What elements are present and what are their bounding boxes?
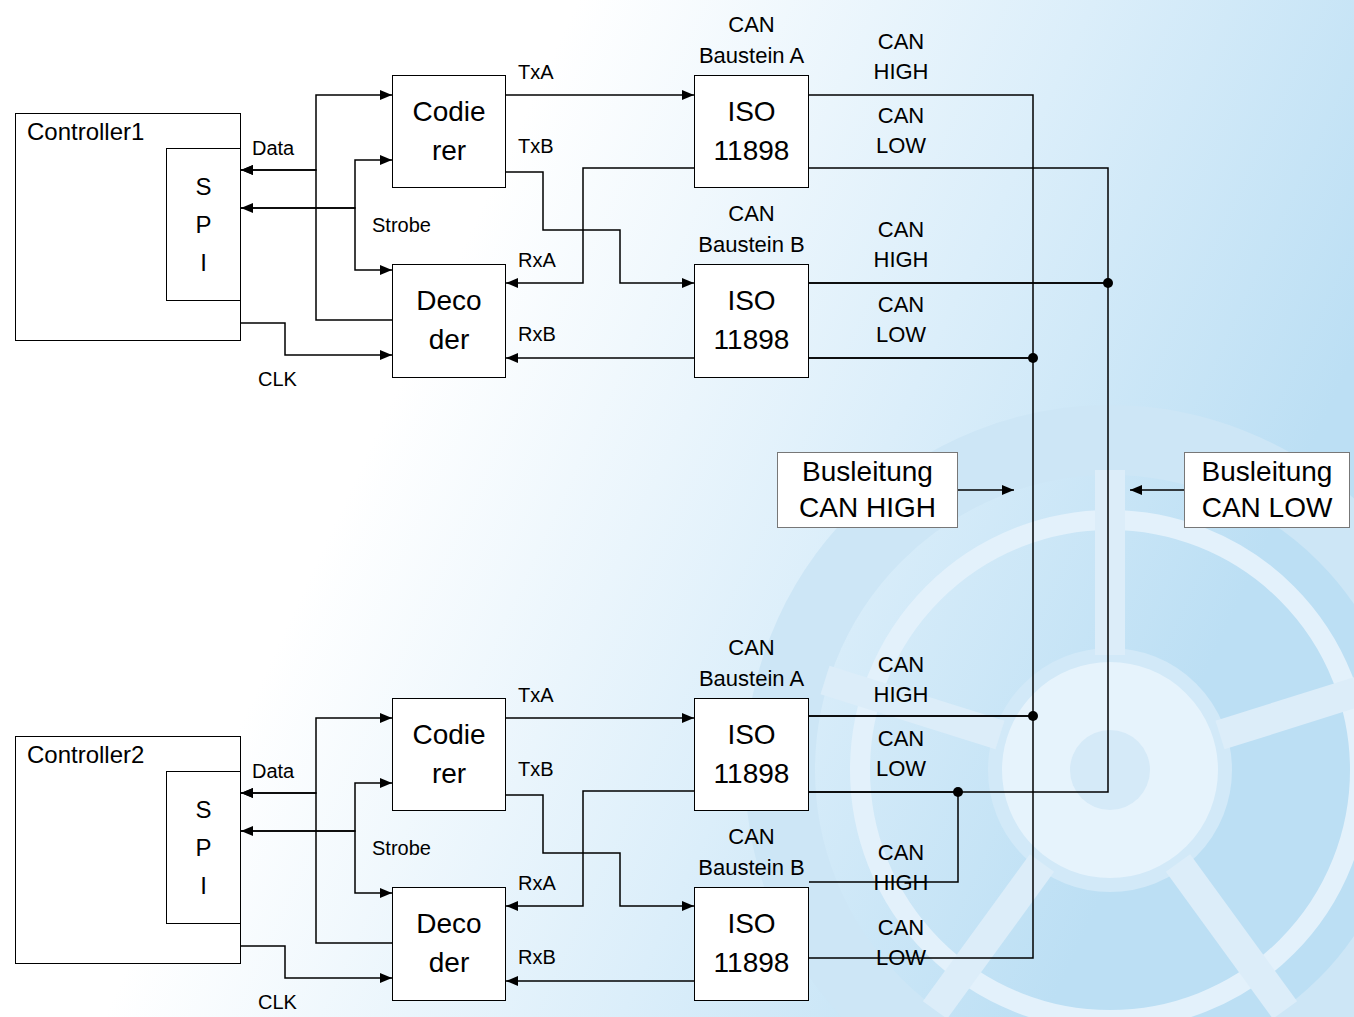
bus-wire [809, 283, 1108, 792]
bus-wire [809, 358, 1033, 716]
signal-name: TxB [518, 135, 554, 157]
signal-name: RxB [518, 323, 556, 345]
pointer-arrow [958, 489, 1014, 491]
signal-line [241, 208, 392, 270]
signal-name: CLK [258, 991, 297, 1013]
note-text: Busleitung CAN HIGH [788, 454, 948, 526]
bus-line-note: Busleitung CAN HIGH [777, 452, 958, 528]
signal-line [506, 717, 694, 719]
signal-name: Strobe [372, 214, 431, 236]
pin-name: CAN HIGH [861, 838, 941, 897]
block-name: Deco der [407, 282, 491, 360]
pin-name: CAN HIGH [861, 215, 941, 274]
bus-wire [809, 168, 1108, 283]
chip-heading: CAN Baustein A [690, 10, 814, 72]
signal-name: TxA [518, 684, 554, 706]
pin-name: CAN LOW [861, 724, 941, 783]
block-name: ISO 11898 [708, 716, 796, 794]
bus-wire [809, 792, 958, 882]
block-name: ISO 11898 [708, 905, 796, 983]
can-transceiver: CAN Baustein BISO 11898 [694, 887, 809, 1001]
junction-dot [953, 787, 963, 797]
signal-name: RxA [518, 249, 556, 271]
signal-line [241, 783, 392, 831]
signal-line [241, 793, 392, 943]
junction-dot [1103, 278, 1113, 288]
encoder-box: Codie rer [392, 698, 506, 811]
junction-dot [1028, 353, 1038, 363]
pin-name: CAN LOW [861, 913, 941, 972]
bus-line-note: Busleitung CAN LOW [1184, 452, 1350, 528]
pin-name: CAN HIGH [861, 27, 941, 86]
signal-line [506, 94, 694, 96]
pin-name: CAN LOW [861, 101, 941, 160]
signal-line [506, 795, 694, 906]
decoder-box: Deco der [392, 887, 506, 1001]
controller-box: Controller1 S P I [15, 113, 241, 341]
signal-line [506, 980, 694, 982]
signal-line [241, 160, 392, 208]
pointer-arrow [1130, 489, 1184, 491]
junction-dot [1028, 711, 1038, 721]
signal-line [506, 357, 694, 359]
pin-name: CAN HIGH [861, 650, 941, 709]
signal-line [241, 323, 392, 355]
spi-box: S P I [166, 771, 241, 924]
signal-line [241, 170, 392, 320]
interface-name: S P I [192, 168, 216, 282]
can-transceiver: CAN Baustein BISO 11898 [694, 264, 809, 378]
can-transceiver: CAN Baustein AISO 11898 [694, 698, 809, 811]
signal-name: RxA [518, 872, 556, 894]
signal-line [506, 168, 694, 283]
interface-name: S P I [192, 791, 216, 905]
controller-box: Controller2 S P I [15, 736, 241, 964]
signal-line [506, 172, 694, 283]
signal-line [241, 946, 392, 978]
signal-name: CLK [258, 368, 297, 390]
signal-name: Strobe [372, 837, 431, 859]
signal-name: Data [252, 137, 294, 159]
signal-name: TxB [518, 758, 554, 780]
signal-line [506, 791, 694, 906]
block-name: Codie rer [407, 93, 491, 171]
pin-name: CAN LOW [861, 290, 941, 349]
bus-wire [809, 95, 1033, 358]
can-transceiver: CAN Baustein AISO 11898 [694, 75, 809, 188]
note-text: Busleitung CAN LOW [1192, 454, 1342, 526]
block-name: ISO 11898 [708, 93, 796, 171]
chip-heading: CAN Baustein B [690, 199, 814, 261]
signal-line [241, 718, 392, 793]
controller-name: Controller2 [27, 741, 144, 769]
block-name: ISO 11898 [708, 282, 796, 360]
chip-heading: CAN Baustein A [690, 633, 814, 695]
signal-line [241, 95, 392, 170]
block-name: Codie rer [407, 716, 491, 794]
controller-name: Controller1 [27, 118, 144, 146]
signal-name: Data [252, 760, 294, 782]
encoder-box: Codie rer [392, 75, 506, 188]
block-name: Deco der [407, 905, 491, 983]
signal-name: TxA [518, 61, 554, 83]
chip-heading: CAN Baustein B [690, 822, 814, 884]
spi-box: S P I [166, 148, 241, 301]
signal-name: RxB [518, 946, 556, 968]
decoder-box: Deco der [392, 264, 506, 378]
signal-line [241, 831, 392, 893]
